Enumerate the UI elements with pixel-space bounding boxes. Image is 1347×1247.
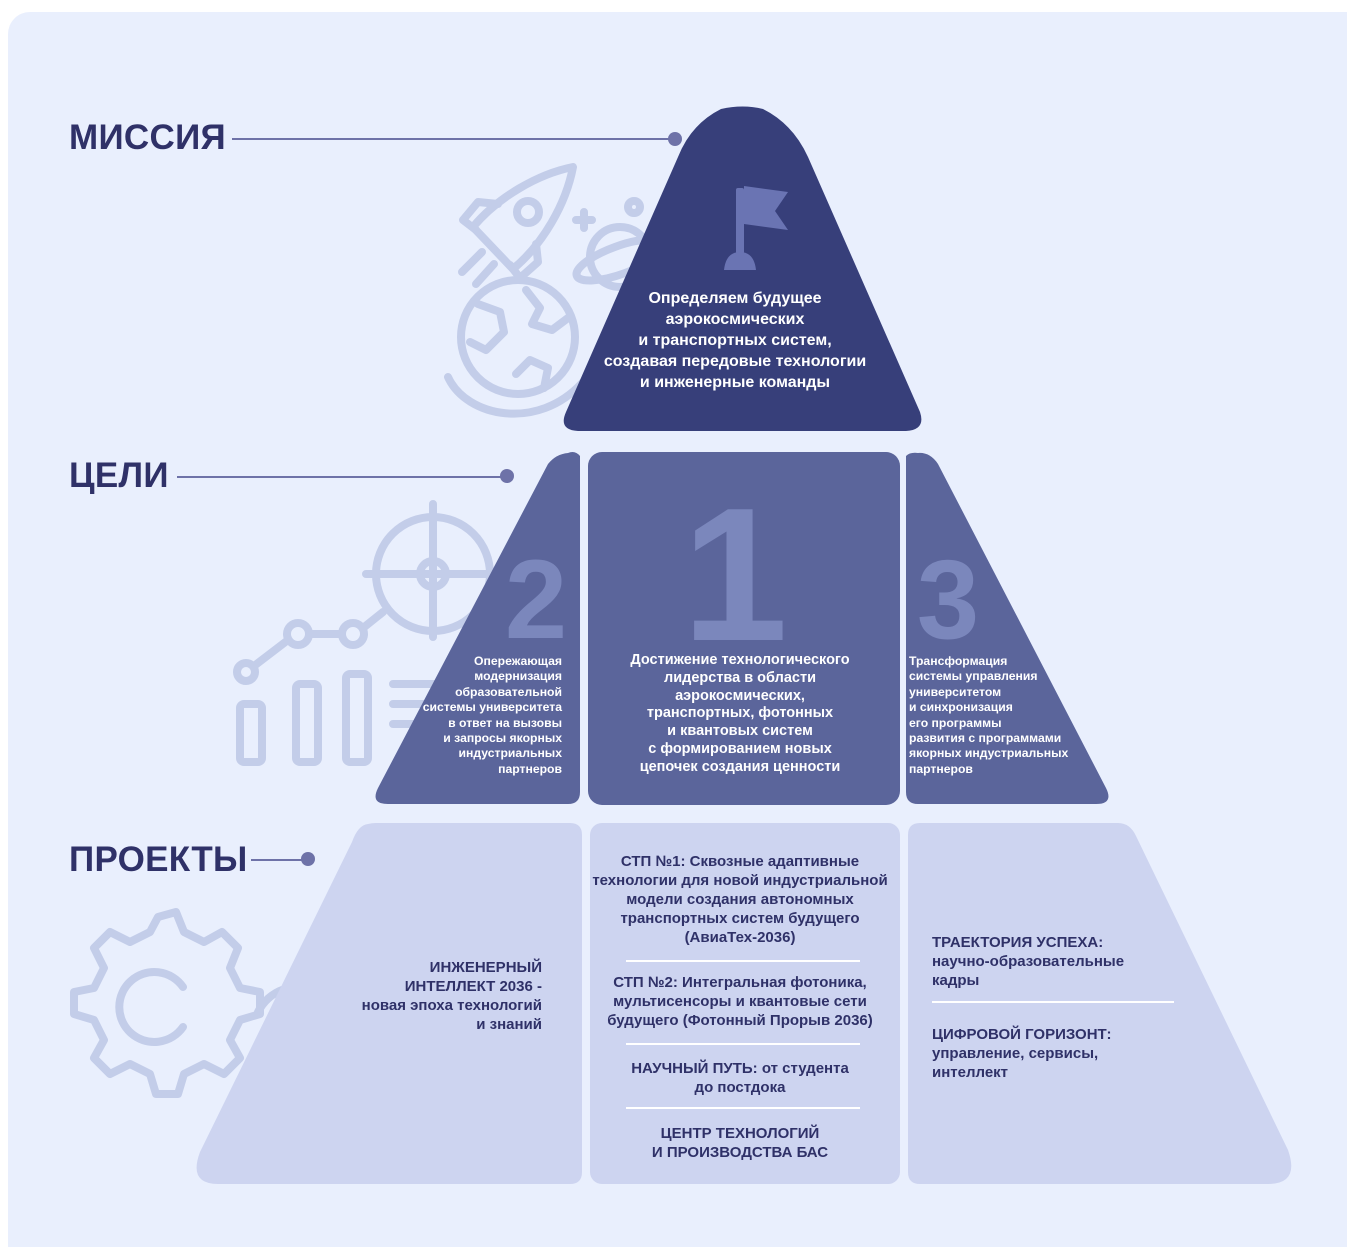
project-center-item-3: НАУЧНЫЙ ПУТЬ: от студента до постдока [631,1060,849,1096]
connector-dot-goals [500,469,514,483]
level-label-projects: ПРОЕКТЫ [69,840,248,879]
project-center-item-1: СТП №1: Сквозные адаптивные технологии д… [592,853,888,946]
goal-1-text: Достижение технологического лидерства в … [630,652,850,775]
project-right-item-2-subtitle: управление, сервисы, интеллект [932,1045,1099,1081]
goal-1-number: 1 [682,469,788,681]
project-left-tier [196,823,583,1184]
project-center-item-4: ЦЕНТР ТЕХНОЛОГИЙ И ПРОИЗВОДСТВА БАС [651,1125,829,1161]
infographic-canvas: 1 2 3 [8,12,1347,1247]
goal-1-tier [588,452,900,805]
level-label-mission: МИССИЯ [69,118,226,157]
project-right-item-2-title: ЦИФРОВОЙ ГОРИЗОНТ: [932,1026,1112,1043]
target-icon [362,500,507,641]
connector-dot-mission [668,132,682,146]
project-right-item-1-subtitle: научно-образовательные кадры [932,953,1125,989]
connector-goals [177,476,507,478]
connector-dot-projects [301,852,315,866]
goal-3-number: 3 [917,537,979,662]
goal-2-text: Опережающая модернизация образовательной… [422,654,562,776]
level-label-goals: ЦЕЛИ [69,456,169,495]
project-right-item-1-title: ТРАЕКТОРИЯ УСПЕХА: [932,934,1104,951]
mission-text: Определяем будущее аэрокосмических и тра… [603,290,867,391]
project-center-divider [626,960,860,962]
connector-projects [251,859,307,861]
project-left-text: ИНЖЕНЕРНЫЙ ИНТЕЛЛЕКТ 2036 - новая эпоха … [361,959,542,1033]
project-center-divider [626,1107,860,1109]
project-right-tier [908,823,1292,1184]
connector-mission [232,138,672,140]
goal-3-text: Трансформация системы управления универс… [909,654,1069,776]
goal-2-tier [375,452,580,804]
goal-2-number: 2 [505,537,567,662]
project-right-divider [932,1001,1174,1003]
flag-icon [724,186,788,270]
project-center-divider [626,1043,860,1045]
project-center-tier [590,823,900,1184]
rocket-icon [458,163,577,288]
goal-3-tier [906,452,1109,804]
pyramid-graphic: 1 2 3 [70,106,1292,1184]
project-center-item-2: СТП №2: Интегральная фотоника, мультисен… [607,974,873,1029]
globe-icon [444,276,587,418]
